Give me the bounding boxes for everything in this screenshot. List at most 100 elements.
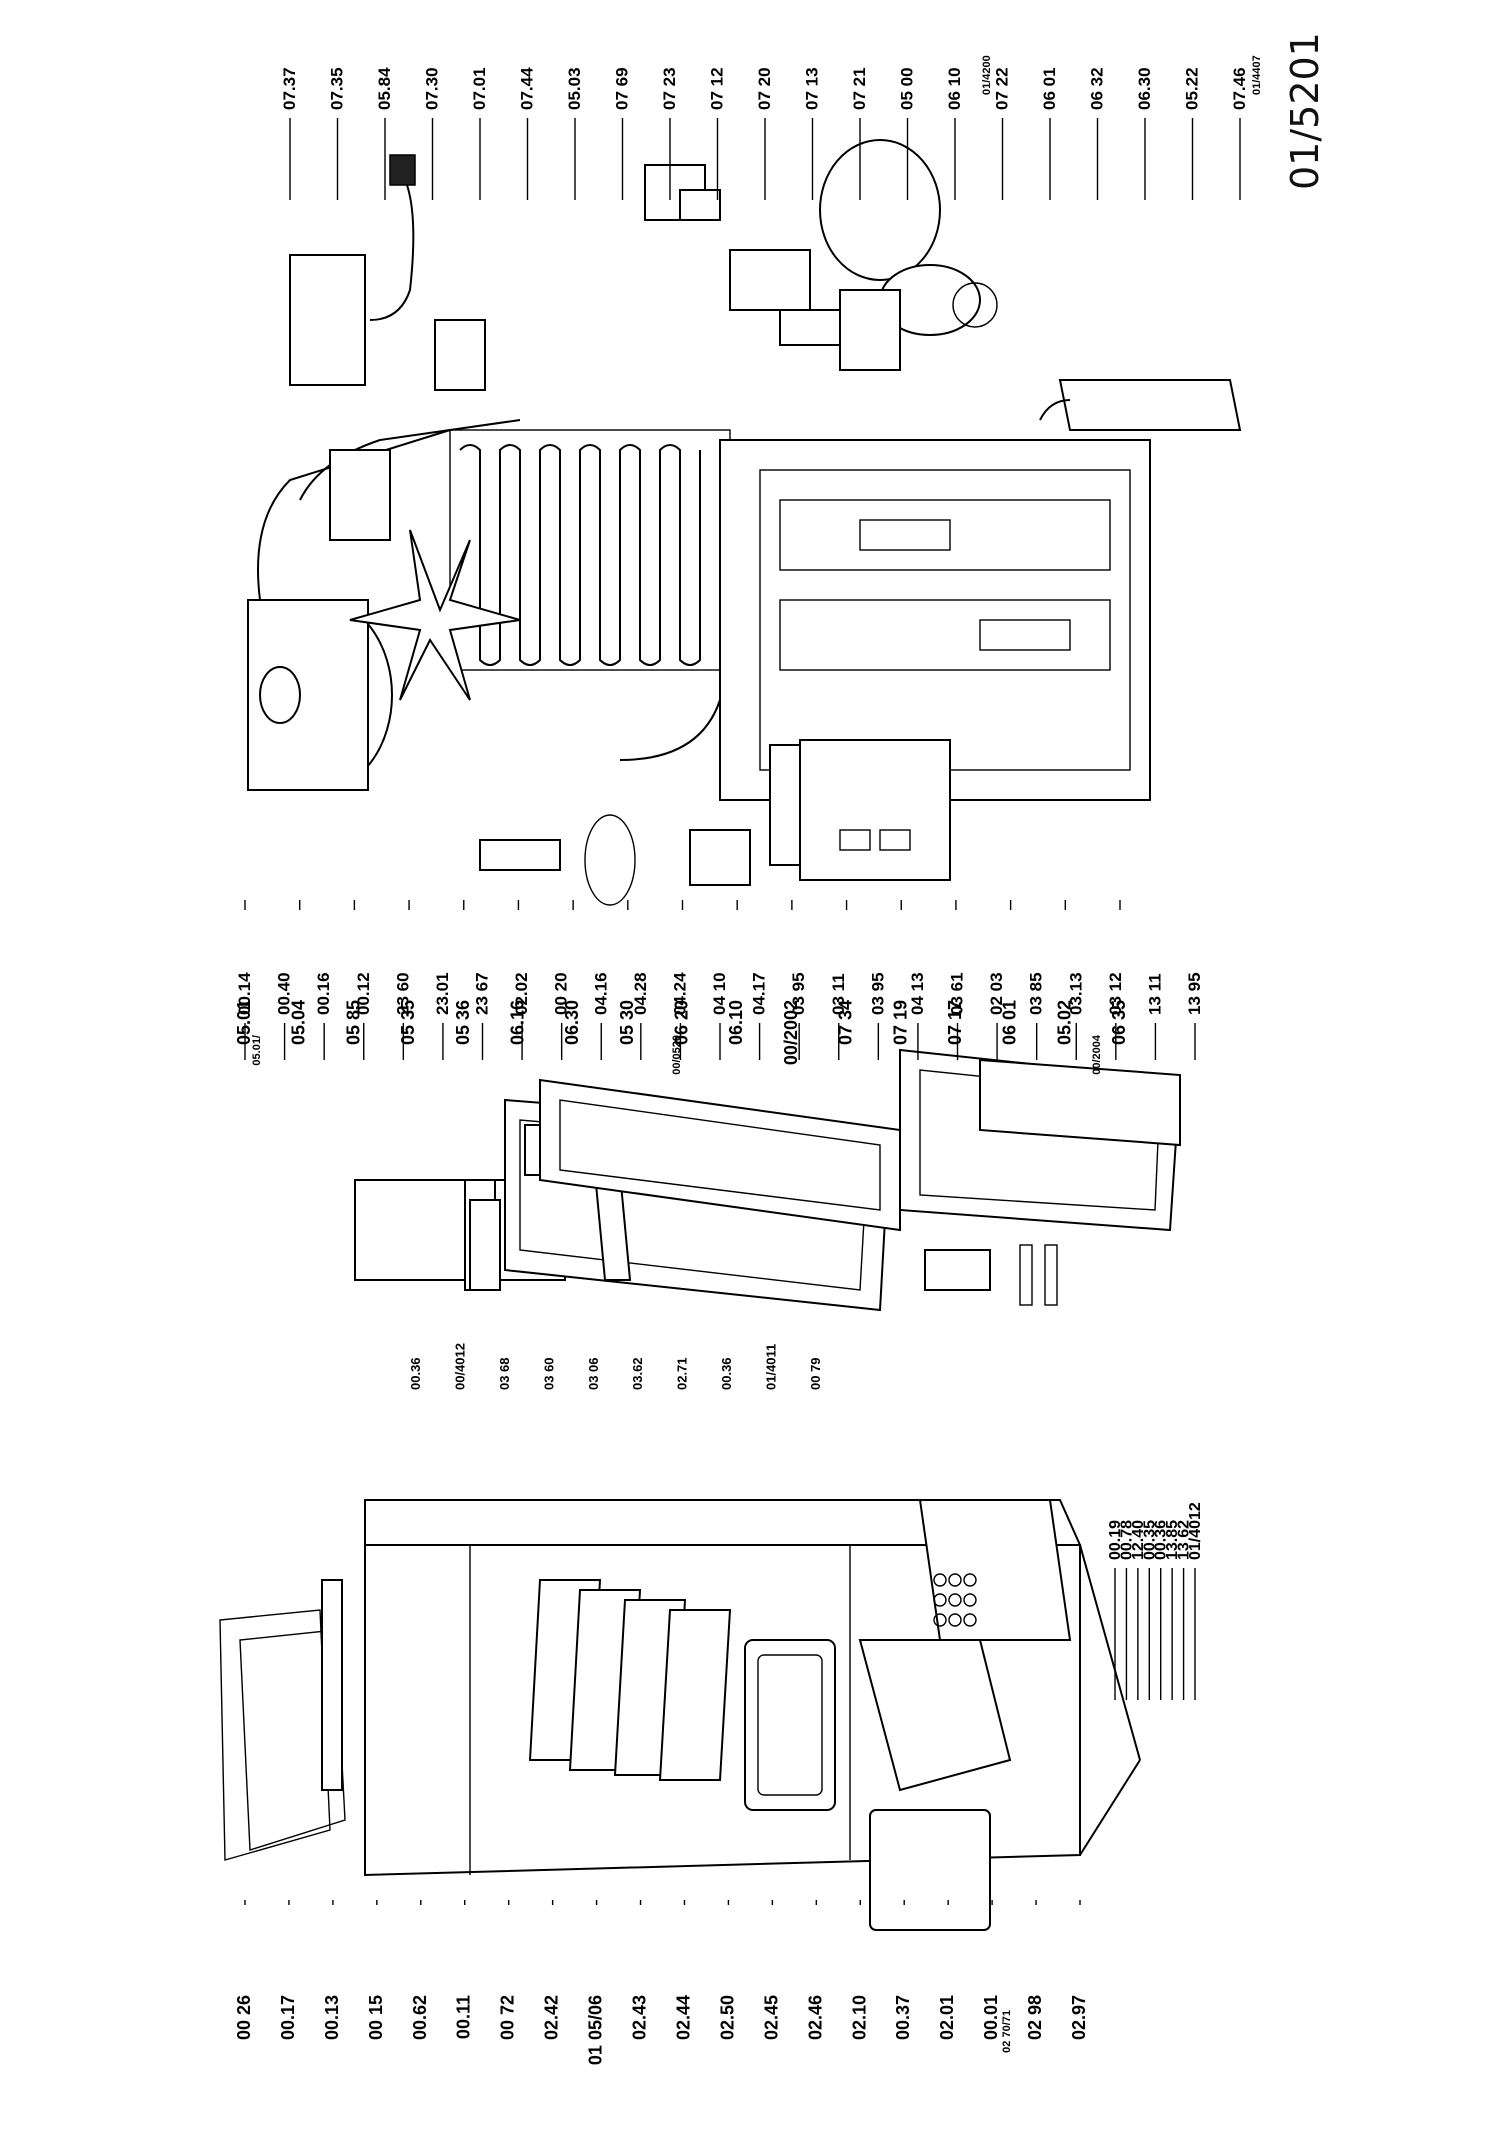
part-label: 23.01 xyxy=(433,972,452,1015)
shelf-stack xyxy=(528,1579,836,1811)
part-label: 07 17 xyxy=(945,1000,965,1045)
pipe-b xyxy=(257,429,451,601)
part-label: 00.36 xyxy=(408,1357,423,1390)
part-label: 03 85 xyxy=(1027,972,1046,1015)
door-gasket-strip xyxy=(469,1199,501,1291)
drip-channel xyxy=(1058,379,1242,431)
fan-blade xyxy=(349,529,521,701)
part-label: 06.30 xyxy=(562,1000,582,1045)
freezer-door-shell xyxy=(979,1058,1181,1147)
part-label: 03 68 xyxy=(497,1357,512,1390)
part-label: 00/4012 xyxy=(452,1343,467,1390)
ice-grid xyxy=(933,1573,977,1627)
part-label: 03 06 xyxy=(586,1357,601,1390)
evaporator-slot-b xyxy=(979,619,1071,651)
part-label: 05 36 xyxy=(453,1000,473,1045)
part-label: 07 23 xyxy=(660,67,679,110)
part-label: 00.37 xyxy=(893,1995,913,2040)
part-label: 02.71 xyxy=(675,1357,690,1390)
part-label: 07 13 xyxy=(803,67,822,110)
part-label: 00 20 xyxy=(552,972,571,1015)
refrigeration-assembly xyxy=(247,139,1242,906)
part-label: 03.62 xyxy=(630,1357,645,1390)
part-label: 07 12 xyxy=(708,67,727,110)
part-label: 05 30 xyxy=(617,1000,637,1045)
part-label: 04.24 xyxy=(670,972,689,1015)
part-label: 05.84 xyxy=(375,67,394,110)
drawing-number: 01/5201 xyxy=(1283,32,1327,190)
part-label: 00.14 xyxy=(235,972,254,1015)
part-label: 04.28 xyxy=(631,972,650,1015)
condenser-tubes xyxy=(459,444,701,666)
part-label: 02 98 xyxy=(1025,1995,1045,2040)
part-label: 05 85 xyxy=(343,1000,363,1045)
thermostat xyxy=(689,829,751,886)
part-label: 00.12 xyxy=(354,972,373,1015)
part-label: 01/4011 xyxy=(764,1344,779,1390)
part-label: 03 95 xyxy=(868,972,887,1015)
part-label: 00 15 xyxy=(366,1995,386,2040)
part-label: 00 79 xyxy=(808,1357,823,1390)
condenser-frame xyxy=(449,429,731,671)
part-note: 00/2004 xyxy=(1091,1034,1103,1075)
plug xyxy=(389,154,416,186)
motor-housing xyxy=(839,289,901,371)
part-label: 05 00 xyxy=(898,67,917,110)
part-label: 04.16 xyxy=(591,972,610,1015)
part-label: 00.16 xyxy=(314,972,333,1015)
part-label: 07 34 xyxy=(836,1000,856,1045)
crisper-inner xyxy=(757,1654,823,1796)
part-label: 02.43 xyxy=(630,1995,650,2040)
part-label: 00.40 xyxy=(275,972,294,1015)
part-label: 02 03 xyxy=(987,972,1006,1015)
part-label: 02.44 xyxy=(673,1995,693,2040)
starter-relay xyxy=(329,449,391,541)
part-label: 06.16 xyxy=(507,1000,527,1045)
evaporator-channel-a xyxy=(779,499,1111,571)
part-label: 05.22 xyxy=(1183,67,1202,110)
part-label: 02.46 xyxy=(805,1995,825,2040)
part-label: 06.30 xyxy=(1135,67,1154,110)
part-label: 06 20 xyxy=(672,1000,692,1045)
fan-hub xyxy=(952,282,998,328)
part-label: 07.30 xyxy=(423,67,442,110)
part-label: 07.46 xyxy=(1230,67,1249,110)
part-label: 07.37 xyxy=(280,67,299,110)
cabinet-edge xyxy=(1079,1544,1141,1761)
part-label: 05.04 xyxy=(289,1000,309,1045)
part-label: 05.02 xyxy=(1054,1000,1074,1045)
part-label: 00 26 xyxy=(234,1995,254,2040)
cabinet-top xyxy=(364,1499,1082,1546)
evaporator-channel-b xyxy=(779,599,1111,671)
part-label: 06.10 xyxy=(726,1000,746,1045)
part-label: 00.01 xyxy=(981,1995,1001,2040)
part-label: 06 01 xyxy=(1000,1000,1020,1045)
cabinet-edge2 xyxy=(1079,1759,1141,1856)
part-label: 07.44 xyxy=(518,67,537,110)
part-label: 00.36 xyxy=(719,1357,734,1390)
part-label: 04 13 xyxy=(908,972,927,1015)
small-part-c xyxy=(729,249,811,311)
small-part-d xyxy=(779,309,841,346)
bracket xyxy=(479,839,561,871)
door-shell xyxy=(539,1078,901,1232)
overload xyxy=(434,319,486,391)
part-label: 07 21 xyxy=(850,67,869,110)
door-shell-inner xyxy=(559,1099,881,1211)
part-label: 04.17 xyxy=(750,972,769,1015)
crisper-tray xyxy=(744,1639,836,1811)
drip-pipe xyxy=(1039,399,1071,421)
capillary-coil xyxy=(584,814,636,906)
control-box xyxy=(799,739,951,881)
part-label: 07.01 xyxy=(470,67,489,110)
part-label: 00.13 xyxy=(322,1995,342,2040)
part-label: 00 72 xyxy=(498,1995,518,2040)
part-label: 03 95 xyxy=(789,972,808,1015)
part-label: 00.19 xyxy=(1107,1520,1124,1560)
part-label: 00.36 xyxy=(1153,1520,1170,1560)
